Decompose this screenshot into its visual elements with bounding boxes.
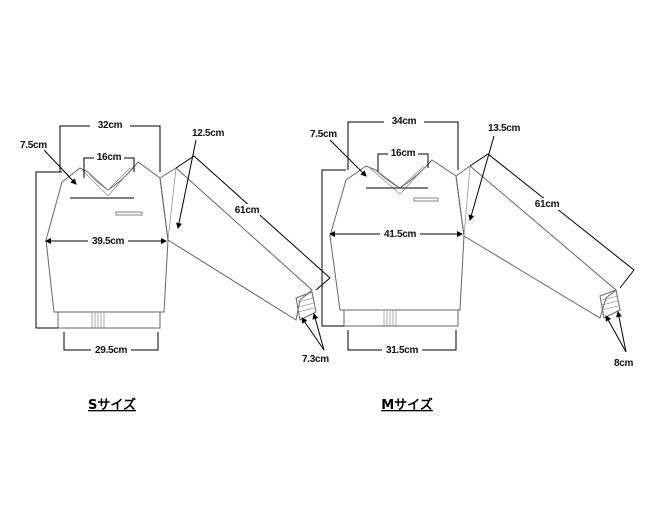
sweater-drawing-s bbox=[45, 161, 317, 329]
label-sleeve-s: 61cm bbox=[235, 205, 260, 216]
label-sleeve-m: 61cm bbox=[535, 199, 560, 210]
label-neck-depth-s: 7.5cm bbox=[20, 140, 47, 151]
measure-sleeve-m: 61cm bbox=[469, 153, 635, 289]
measure-neck-width-m: 34cm bbox=[347, 115, 459, 170]
measure-armhole-s: 12.5cm bbox=[176, 128, 225, 229]
sweater-drawing-m bbox=[329, 159, 621, 327]
diagram-s: 32cm 16cm 7.5cm 12.5cm 39.5cm bbox=[20, 119, 331, 413]
label-chest-m: 41.5cm bbox=[384, 229, 417, 240]
label-neck-width-s: 32cm bbox=[98, 120, 123, 131]
label-cuff-s: 7.3cm bbox=[302, 354, 329, 365]
measure-sleeve-s: 61cm bbox=[175, 155, 331, 291]
measure-neck-inner-m: 16cm bbox=[366, 147, 429, 189]
hem-rib-s bbox=[91, 313, 105, 328]
measure-hem-s: 29.5cm bbox=[63, 332, 159, 356]
size-label-s: Sサイズ bbox=[88, 397, 136, 413]
measure-neck-depth-m: 7.5cm bbox=[310, 129, 367, 177]
measure-neck-inner-s: 16cm bbox=[70, 151, 135, 199]
measure-body-length-m bbox=[321, 169, 346, 327]
label-armhole-m: 13.5cm bbox=[488, 123, 521, 134]
label-neck-depth-m: 7.5cm bbox=[310, 129, 337, 140]
measure-neck-depth-s: 7.5cm bbox=[20, 140, 77, 185]
label-hem-m: 31.5cm bbox=[386, 345, 419, 356]
label-armhole-s: 12.5cm bbox=[192, 128, 225, 139]
measure-hem-m: 31.5cm bbox=[347, 330, 457, 356]
measure-cuff-m: 8cm bbox=[605, 311, 634, 369]
label-neck-inner-m: 16cm bbox=[391, 148, 416, 159]
measure-body-length-s bbox=[35, 171, 62, 329]
measure-cuff-s: 7.3cm bbox=[301, 313, 330, 365]
label-cuff-m: 8cm bbox=[614, 358, 634, 369]
size-label-m: Mサイズ bbox=[381, 397, 433, 413]
label-neck-width-m: 34cm bbox=[392, 116, 417, 127]
measure-armhole-m: 13.5cm bbox=[468, 123, 521, 221]
label-chest-s: 39.5cm bbox=[92, 236, 125, 247]
measure-chest-m: 41.5cm bbox=[329, 228, 463, 240]
label-hem-s: 29.5cm bbox=[95, 345, 128, 356]
label-neck-inner-s: 16cm bbox=[97, 152, 122, 163]
measure-neck-width-s: 32cm bbox=[59, 119, 161, 172]
diagram-m: 34cm 16cm 7.5cm 13.5cm 41.5cm 61cm bbox=[310, 115, 635, 413]
measure-chest-s: 39.5cm bbox=[45, 235, 167, 247]
hem-rib-m bbox=[383, 311, 397, 326]
